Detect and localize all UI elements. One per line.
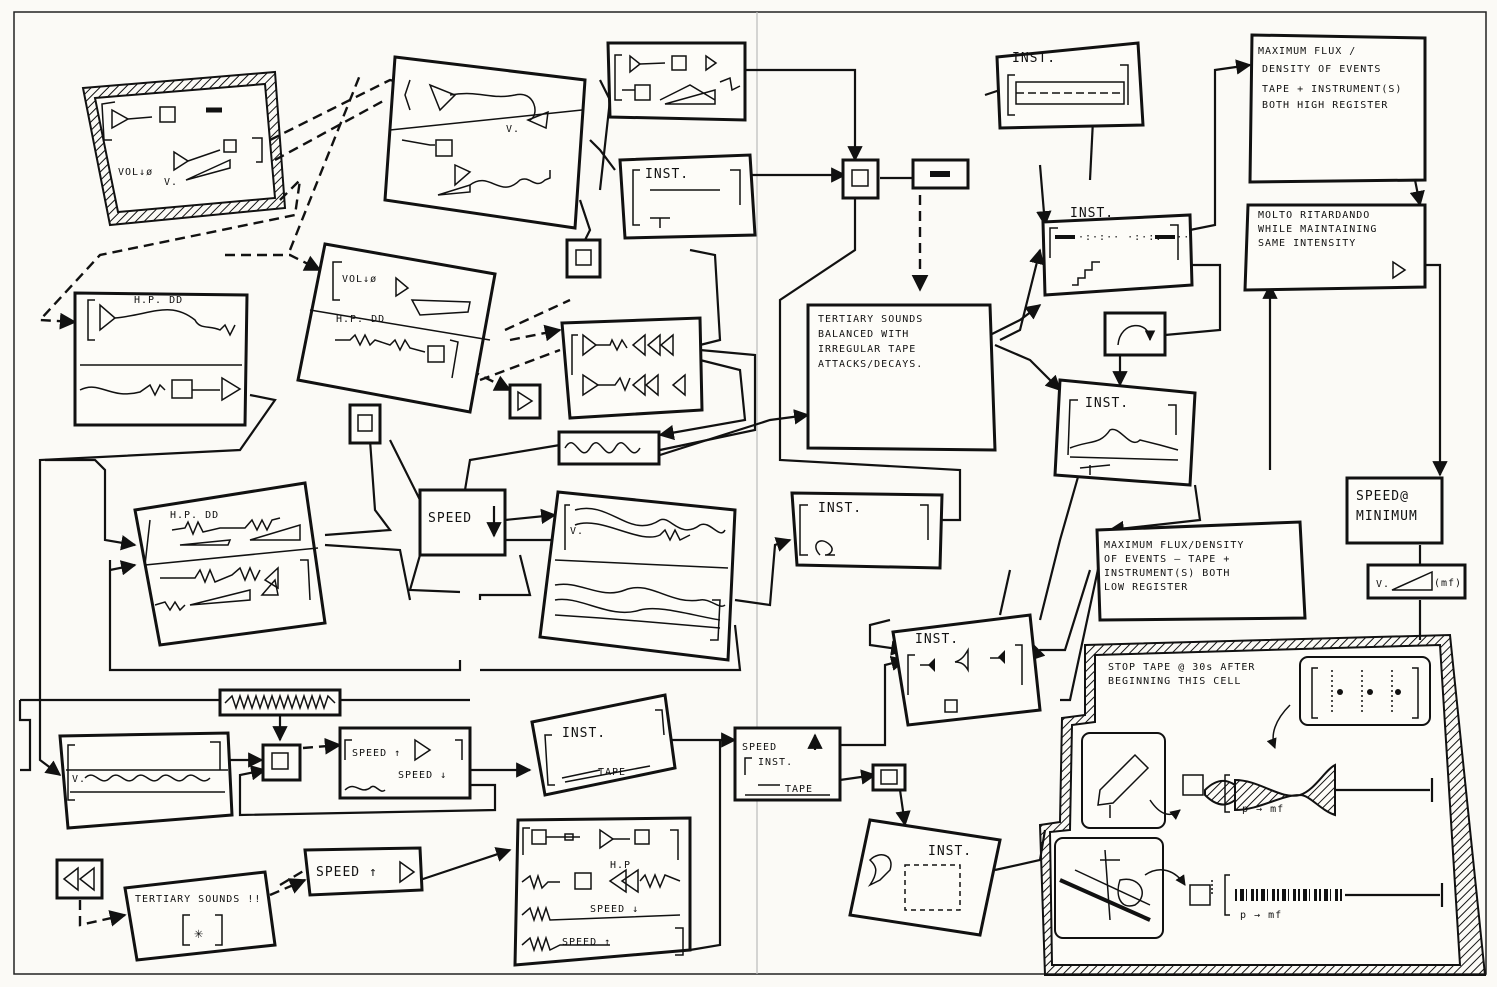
tertiary-sounds-2-text: TERTIARY SOUNDS !! [135,894,261,905]
hp-label-1: H.P [610,860,631,871]
inst-label-7: INST. [915,632,959,647]
inst-label-5: INST. [1070,206,1114,221]
speed-label-5: SPEED ↓ [590,904,639,915]
cell-v-mf: V. (mf) [1368,565,1465,598]
inst-label-4: INST. [1012,51,1056,66]
cell-triangle-wave: V. [385,57,585,228]
cell-wave-double: V. [540,492,735,660]
cell-rewind [562,318,702,418]
speed-label-7: SPEED [742,742,777,753]
cell-inst-dots: INST. ·:·:·· ·:·::· ·· [1043,206,1192,295]
speed-label-6: SPEED ↑ [562,937,611,948]
cell-inst-top-1: INST. [620,155,755,238]
v-label-4: V. [72,774,86,785]
small-box-5 [843,160,878,198]
speed-label-4: SPEED ↑ [316,865,378,880]
cell-inst-top-right: INST. [997,43,1143,128]
speed-label-3: SPEED ↓ [398,770,447,781]
mf-label: (mf) [1434,578,1462,589]
inst-label-1: INST. [645,167,689,182]
cell-inst-tape-1: INST. TAPE [532,695,675,795]
cell-max-flux-low: MAXIMUM FLUX/DENSITY OF EVENTS — TAPE + … [1097,522,1305,620]
tape-label-2: TAPE [785,784,813,795]
asterisk-icon: ✳ [194,924,204,942]
inst-label-6: INST. [1085,396,1129,411]
small-box-1 [567,240,600,277]
wave-strip [559,432,659,464]
cell-complex-bottom: H.P SPEED ↓ SPEED ↑ [515,818,690,965]
speed-label-2: SPEED ↑ [352,748,401,759]
serrated-strip [220,690,340,715]
speed-label-1: SPEED [428,511,472,526]
vol-label-1: VOL↓ø [118,167,153,178]
inst-label-2: INST. [818,501,862,516]
cell-hatched-vol: VOL↓ø V. [83,72,285,225]
inst-label-8: INST. [928,844,972,859]
cell-wave-bottom-left: V. [60,733,232,828]
hpdd-label-3: H.P. DD [170,510,219,521]
cell-vol-hpdd: VOL↓ø H.P. DD [298,244,495,412]
small-box-2 [350,405,380,443]
cell-hpdd-left: H.P. DD [75,293,247,425]
cell-stop-tape: STOP TAPE @ 30s AFTER BEGINNING THIS CEL… [1040,635,1485,975]
small-box-7 [873,765,905,790]
cell-speed-up-down: SPEED ↑ SPEED ↓ [340,728,470,798]
cell-speed-minimum: SPEED@ MINIMUM [1347,478,1442,543]
curved-arrow-box [1105,313,1165,355]
cell-speed-up-2: SPEED ↑ [305,848,422,895]
tape-label-1: TAPE [598,767,626,778]
hpdd-label-2: H.P. DD [134,295,183,306]
cell-inst-bells: INST. [893,615,1040,725]
dynamics-1: p → mf [1242,804,1284,815]
cell-tertiary-sounds-1: TERTIARY SOUNDS BALANCED WITH IRREGULAR … [808,305,995,450]
cell-max-flux-high: MAXIMUM FLUX / DENSITY OF EVENTS TAPE + … [1250,35,1425,182]
speed-inst-label: INST. [758,757,793,768]
small-box-3 [510,385,540,418]
v-label-2: V. [506,124,520,135]
cell-inst-dashed: INST. [850,820,1000,935]
dynamics-2: p → mf [1240,910,1282,921]
cell-inst-mid: INST. [792,493,942,568]
v-label-3: V. [570,526,584,537]
v-label-1: V. [164,177,178,188]
cell-top-center [608,43,745,120]
inst-label-3: INST. [562,726,606,741]
cell-inst-wave-right: INST. [1055,380,1195,485]
hpdd-label-1: H.P. DD [336,314,385,325]
vol-label-2: VOL↓ø [342,274,377,285]
cell-tertiary-sounds-2: TERTIARY SOUNDS !! ✳ [125,872,275,960]
cell-molto-ritardando: MOLTO RITARDANDO WHILE MAINTAINING SAME … [1245,205,1425,290]
rewind-button-box [57,860,102,898]
cell-speed-down-1: SPEED [420,490,505,555]
v-label-5: V. [1376,579,1390,590]
cell-speed-inst-tape: SPEED INST. TAPE [735,728,840,800]
cell-hpdd-triangles: H.P. DD [135,483,325,645]
small-box-4 [263,745,300,780]
